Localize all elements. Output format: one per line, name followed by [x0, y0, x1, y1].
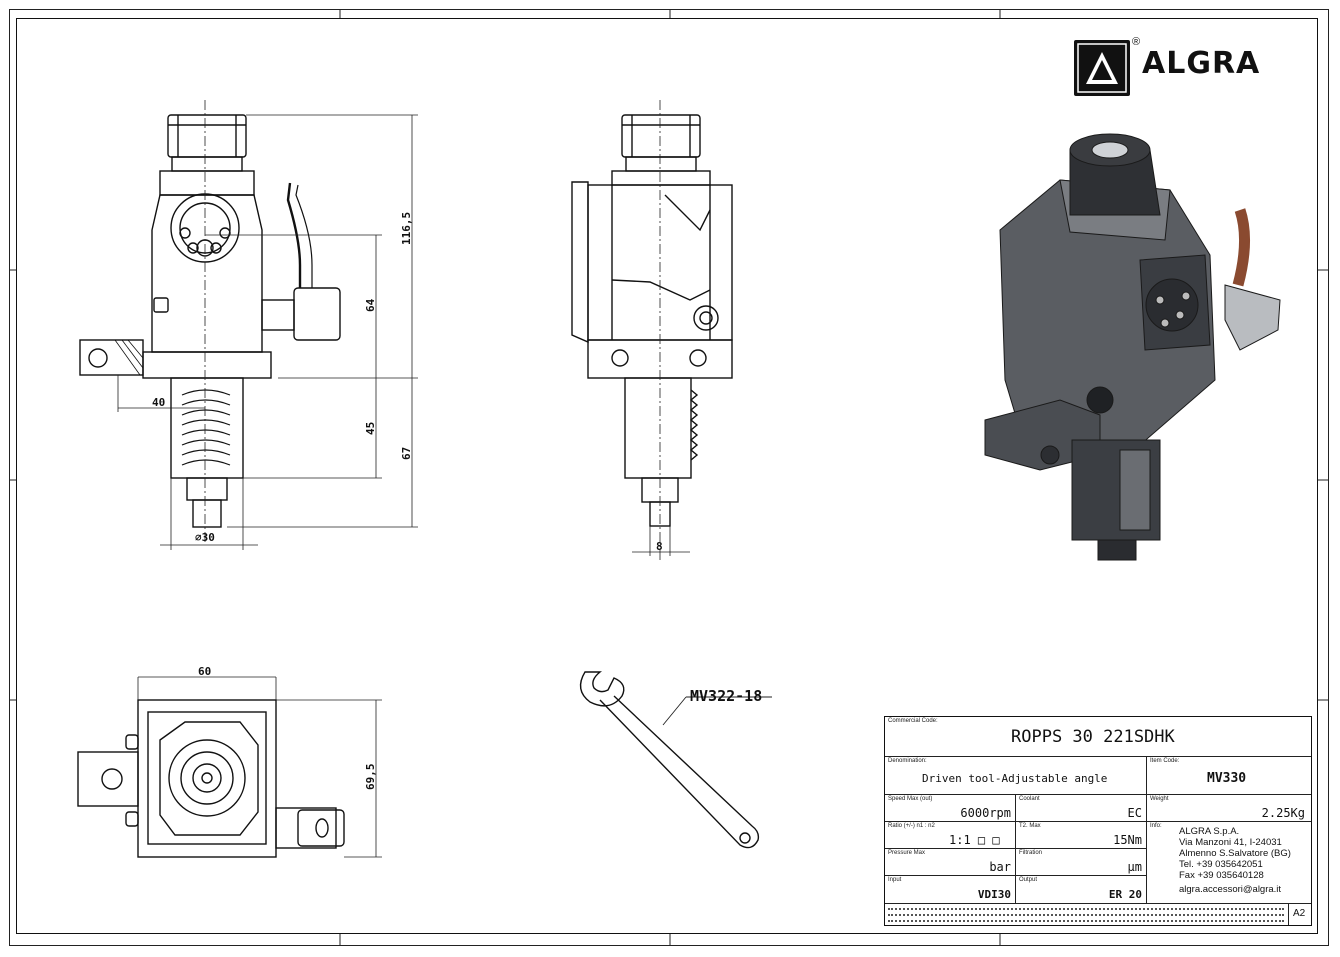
- coolant-value: EC: [1127, 806, 1142, 820]
- info-address: Via Manzoni 41, I-24031: [1179, 837, 1282, 848]
- info-label: Info:: [1150, 823, 1162, 829]
- sheet-outer-border: [9, 9, 1329, 946]
- pressure-label: Pressure Max: [888, 850, 926, 856]
- dim-64: 64: [364, 298, 377, 312]
- pressure-cell: Pressure Max bar: [885, 849, 1016, 876]
- algra-logo: ® ALGRA: [1074, 36, 1304, 98]
- filtration-label: Filtration: [1019, 850, 1043, 856]
- commercial-code-value: ROPPS 30 221SDHK: [1011, 727, 1175, 747]
- ratio-label: Ratio (+/-) n1 : n2: [888, 823, 935, 829]
- denomination-label: Denomination:: [888, 758, 927, 764]
- top-view-dimensions: [137, 676, 382, 858]
- pressure-unit: bar: [989, 860, 1011, 874]
- weight-value: 2.25Kg: [1261, 806, 1305, 820]
- info-block: ALGRA S.p.A. Via Manzoni 41, I-24031 Alm…: [1179, 826, 1291, 895]
- weight-label: Weight: [1150, 796, 1169, 802]
- info-city: Almenno S.Salvatore (BG): [1179, 848, 1291, 859]
- dim-67: 67: [400, 447, 413, 460]
- item-code-cell: Item Code: MV330: [1147, 757, 1311, 795]
- wrench-label: MV322-18: [690, 687, 762, 705]
- weight-cell: Weight 2.25Kg: [1147, 795, 1311, 822]
- side-view: [571, 114, 733, 527]
- disclaimer-cell: [885, 904, 1289, 925]
- torque-cell: T2. Max 15Nm: [1016, 822, 1147, 849]
- commercial-code-label: Commercial Code:: [888, 718, 938, 724]
- torque-value: 15: [1113, 833, 1128, 847]
- dim-40: 40: [152, 396, 165, 409]
- filtration-unit: μm: [1127, 860, 1142, 874]
- torque-label: T2. Max: [1019, 823, 1041, 829]
- sheet-size-cell: A2: [1289, 904, 1311, 925]
- info-company: ALGRA S.p.A.: [1179, 826, 1240, 837]
- output-value: ER 20: [1108, 888, 1142, 901]
- denomination-value: Driven tool-Adjustable angle: [922, 772, 1108, 785]
- input-value: VDI30: [977, 888, 1011, 901]
- dim-8: 8: [656, 540, 663, 553]
- wrench-drawing: [579, 671, 760, 849]
- input-label: Input: [888, 877, 902, 883]
- side-view-dimensions: [632, 100, 690, 560]
- ratio-value: 1:1 □ □: [949, 833, 1000, 847]
- wrench-leader: [662, 696, 772, 726]
- output-cell: Output ER 20: [1016, 876, 1147, 904]
- torque-unit: Nm: [1127, 833, 1142, 847]
- coolant-label: Coolant: [1019, 796, 1040, 802]
- item-code-value: MV330: [1207, 771, 1247, 786]
- info-fax: Fax +39 035640128: [1179, 870, 1264, 881]
- info-tel: Tel. +39 035642051: [1179, 859, 1263, 870]
- title-block: Commercial Code: ROPPS 30 221SDHK Denomi…: [884, 716, 1312, 926]
- front-view-dimensions: [117, 100, 418, 550]
- sheet-size-value: A2: [1293, 908, 1306, 919]
- info-cell: Info: ALGRA S.p.A. Via Manzoni 41, I-240…: [1147, 822, 1311, 904]
- sheet-inner-border: [16, 18, 1318, 934]
- speed-cell: Speed Max (out) 6000rpm: [885, 795, 1016, 822]
- filtration-cell: Filtration μm: [1016, 849, 1147, 876]
- output-label: Output: [1019, 877, 1038, 883]
- dim-45: 45: [364, 422, 377, 435]
- commercial-code-cell: Commercial Code: ROPPS 30 221SDHK: [885, 717, 1311, 757]
- denomination-cell: Denomination: Driven tool-Adjustable ang…: [885, 757, 1147, 795]
- coolant-cell: Coolant EC: [1016, 795, 1147, 822]
- ratio-cell: Ratio (+/-) n1 : n2 1:1 □ □: [885, 822, 1016, 849]
- info-email: algra.accessori@algra.it: [1179, 884, 1282, 895]
- frame-ticks: [9, 9, 1329, 946]
- input-cell: Input VDI30: [885, 876, 1016, 904]
- isometric-render: [984, 133, 1281, 561]
- logo-registered-mark: ®: [1132, 36, 1141, 48]
- dim-diameter-30: ∅30: [195, 531, 215, 544]
- speed-unit: rpm: [989, 806, 1011, 820]
- dim-60: 60: [198, 665, 211, 678]
- top-view: [77, 699, 345, 858]
- speed-label: Speed Max (out): [888, 796, 933, 802]
- dim-116-5: 116,5: [400, 212, 413, 245]
- speed-value: 6000: [960, 806, 990, 820]
- dim-69-5: 69,5: [364, 764, 377, 791]
- logo-triangle-icon: [1074, 40, 1130, 96]
- item-code-label: Item Code:: [1150, 758, 1180, 764]
- front-view: [79, 114, 341, 528]
- logo-text: ALGRA: [1142, 46, 1261, 81]
